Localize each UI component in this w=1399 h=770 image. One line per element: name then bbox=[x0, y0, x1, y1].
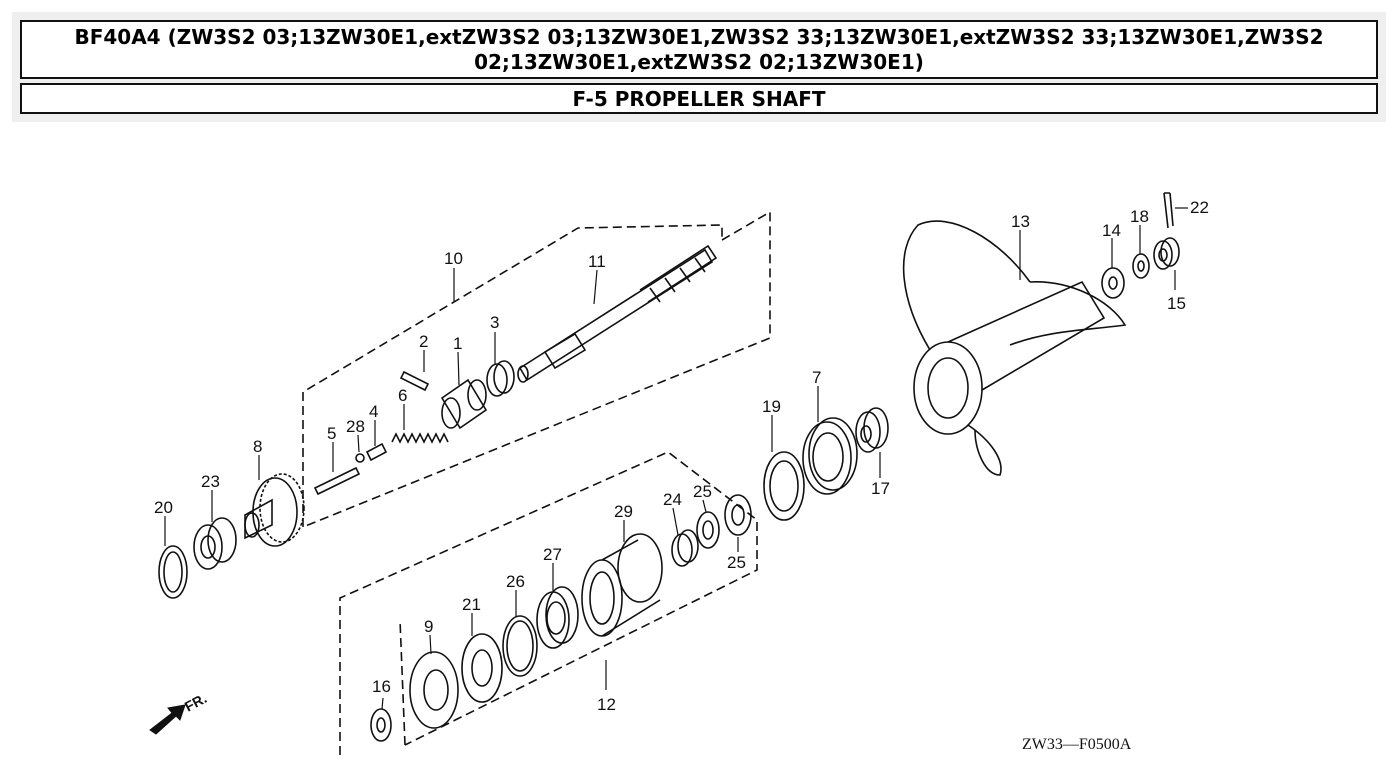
callout-28: 28 bbox=[346, 417, 365, 436]
callout-15: 15 bbox=[1167, 294, 1186, 313]
needle-bearing-part-24 bbox=[671, 529, 699, 567]
callout-10: 10 bbox=[444, 249, 463, 268]
callout-26: 26 bbox=[506, 572, 525, 591]
callout-5: 5 bbox=[327, 424, 336, 443]
callout-11: 11 bbox=[588, 252, 606, 271]
ring-nut-part-7 bbox=[802, 417, 858, 495]
ring-part-3 bbox=[486, 360, 515, 397]
front-direction-arrow: FR. bbox=[149, 690, 209, 735]
callout-8: 8 bbox=[253, 437, 262, 456]
callout-2: 2 bbox=[419, 332, 428, 351]
callout-17: 17 bbox=[871, 479, 890, 498]
callout-12: 12 bbox=[597, 695, 616, 714]
callout-25-upper: 25 bbox=[693, 482, 712, 501]
rod-part-5 bbox=[313, 466, 361, 496]
cotter-pin-part-22 bbox=[1163, 192, 1174, 229]
model-title: BF40A4 (ZW3S2 03;13ZW30E1,extZW3S2 03;13… bbox=[20, 20, 1378, 79]
group-10-frame-right bbox=[302, 210, 771, 528]
callout-1: 1 bbox=[453, 334, 462, 353]
front-marker-label: FR. bbox=[182, 690, 209, 715]
bearing-holder-part-29 bbox=[581, 533, 663, 637]
callout-21: 21 bbox=[462, 595, 481, 614]
group-12-frame-inner bbox=[399, 619, 406, 746]
section-title: F-5 PROPELLER SHAFT bbox=[20, 83, 1378, 114]
o-ring-part-26 bbox=[502, 615, 538, 677]
washer-part-16 bbox=[370, 708, 392, 742]
reverse-gear-part-9 bbox=[409, 651, 459, 729]
ball-bearing-part-27 bbox=[536, 586, 579, 649]
callout-22: 22 bbox=[1190, 198, 1209, 217]
lock-washer-part-19 bbox=[763, 451, 805, 521]
slider-part-4 bbox=[365, 442, 388, 462]
callout-4: 4 bbox=[369, 402, 378, 421]
castle-nut-part-15 bbox=[1153, 237, 1180, 270]
propeller-shaft-part bbox=[517, 244, 718, 383]
callout-27: 27 bbox=[543, 545, 562, 564]
callout-16: 16 bbox=[372, 677, 391, 696]
spring-part-6 bbox=[391, 432, 449, 444]
callout-25-lower: 25 bbox=[727, 553, 746, 572]
shim-part-21 bbox=[461, 633, 503, 703]
oil-seal-part-25a bbox=[696, 511, 720, 549]
callout-3: 3 bbox=[490, 313, 499, 332]
group-10-frame bbox=[302, 224, 723, 527]
callout-20: 20 bbox=[154, 498, 173, 517]
callout-24: 24 bbox=[663, 490, 682, 509]
leader-lines bbox=[164, 207, 1188, 710]
callout-18: 18 bbox=[1130, 207, 1149, 226]
ball-part-28 bbox=[355, 453, 365, 463]
clutch-shifter-part bbox=[440, 378, 488, 430]
header: BF40A4 (ZW3S2 03;13ZW30E1,extZW3S2 03;13… bbox=[12, 12, 1386, 122]
callout-labels: 10 11 3 1 2 6 4 28 5 8 23 20 13 14 18 22… bbox=[154, 198, 1209, 714]
callout-9: 9 bbox=[424, 617, 433, 636]
callout-13: 13 bbox=[1011, 212, 1030, 231]
pin-part-2 bbox=[399, 370, 430, 392]
shim-part-20 bbox=[158, 545, 188, 599]
callout-7: 7 bbox=[812, 368, 821, 387]
oil-seal-part-25b bbox=[724, 494, 752, 536]
callout-14: 14 bbox=[1102, 221, 1121, 240]
washer-part-14 bbox=[1101, 267, 1125, 299]
callout-19: 19 bbox=[762, 397, 781, 416]
forward-gear-part-8 bbox=[244, 473, 305, 547]
callout-23: 23 bbox=[201, 472, 220, 491]
tapered-bearing-part-23 bbox=[193, 517, 237, 570]
propeller-part-13 bbox=[902, 220, 1127, 476]
figure-code: ZW33—F0500A bbox=[1022, 736, 1132, 753]
thrust-spacer-part-17 bbox=[855, 407, 889, 453]
callout-6: 6 bbox=[398, 386, 407, 405]
callout-29: 29 bbox=[614, 502, 633, 521]
group-12-frame bbox=[339, 451, 758, 755]
washer-part-18 bbox=[1132, 253, 1150, 279]
